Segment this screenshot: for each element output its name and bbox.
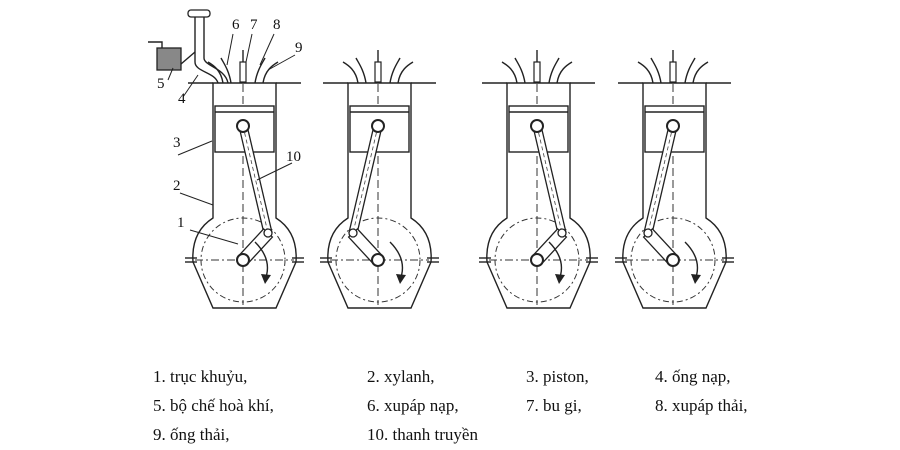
- callout-leader-4: [182, 74, 199, 98]
- rod-centerline: [647, 125, 674, 234]
- engine-2: [320, 50, 439, 309]
- cylinder-body: [486, 82, 591, 309]
- legend-item-10: 10. thanh truyền: [367, 425, 478, 444]
- rotation-arrowhead: [691, 274, 701, 284]
- intake-pipe: [342, 57, 367, 84]
- carburetor: [156, 47, 182, 71]
- intake-pipe: [501, 57, 526, 84]
- legend-item-9: 9. ống thải,: [153, 425, 230, 444]
- rod-centerline: [242, 125, 269, 234]
- engine-1: [185, 50, 304, 309]
- legend-item-2: 2. xylanh,: [367, 367, 435, 386]
- callout-leader-6: [226, 33, 234, 66]
- legend-item-1: 1. trục khuỷu,: [153, 367, 248, 386]
- exhaust-pipe: [254, 57, 279, 84]
- legend-item-7: 7. bu gi,: [526, 396, 582, 415]
- intake-pipe: [637, 57, 662, 84]
- callout-leader-9: [267, 54, 296, 71]
- callout-8: 8: [273, 17, 281, 33]
- engine-3: [479, 50, 598, 309]
- engine-4: [615, 50, 734, 309]
- callout-leader-8: [259, 33, 275, 66]
- callout-5: 5: [157, 76, 165, 92]
- crankshaft-journal: [666, 253, 680, 267]
- callout-4: 4: [178, 91, 186, 107]
- callout-leader-7: [245, 33, 253, 63]
- callout-9: 9: [295, 40, 303, 56]
- legend-item-4: 4. ống nạp,: [655, 367, 731, 386]
- rod-centerline: [352, 125, 379, 234]
- crank-circle: [335, 217, 421, 303]
- intake-manifold: [194, 17, 229, 84]
- crank-circle: [494, 217, 580, 303]
- piston-pin: [371, 119, 385, 133]
- rotation-arrowhead: [261, 274, 271, 284]
- exhaust-pipe: [548, 57, 573, 84]
- rod-centerline: [536, 125, 563, 234]
- spark-plug: [374, 61, 382, 83]
- crankshaft-journal: [236, 253, 250, 267]
- fuel-line: [148, 41, 163, 48]
- air-filter: [187, 9, 211, 18]
- crank-circle: [200, 217, 286, 303]
- crank-pin: [348, 228, 358, 238]
- carburetor-connector: [180, 51, 196, 65]
- crankshaft-journal: [371, 253, 385, 267]
- cylinder-body: [327, 82, 432, 309]
- crank-circle: [630, 217, 716, 303]
- spark-plug: [533, 61, 541, 83]
- piston-pin: [666, 119, 680, 133]
- cylinder-body: [192, 82, 297, 309]
- crank-pin: [557, 228, 567, 238]
- callout-2: 2: [173, 178, 181, 194]
- exhaust-pipe: [684, 57, 709, 84]
- callout-3: 3: [173, 135, 181, 151]
- exhaust-pipe: [389, 57, 414, 84]
- callout-leader-1: [189, 229, 239, 245]
- crank-pin: [643, 228, 653, 238]
- rotation-arrowhead: [555, 274, 565, 284]
- callout-leader-2: [179, 192, 214, 206]
- callout-1: 1: [177, 215, 185, 231]
- crankshaft-journal: [530, 253, 544, 267]
- callout-6: 6: [232, 17, 240, 33]
- callout-leader-3: [177, 140, 213, 156]
- legend-item-3: 3. piston,: [526, 367, 589, 386]
- callout-leader-10: [256, 162, 293, 181]
- legend-item-6: 6. xupáp nạp,: [367, 396, 459, 415]
- piston-pin: [530, 119, 544, 133]
- callout-10: 10: [286, 149, 301, 165]
- spark-plug: [239, 61, 247, 83]
- cylinder-body: [622, 82, 727, 309]
- legend-item-8: 8. xupáp thải,: [655, 396, 748, 415]
- crank-pin: [263, 228, 273, 238]
- piston-pin: [236, 119, 250, 133]
- rotation-arrowhead: [396, 274, 406, 284]
- callout-7: 7: [250, 17, 258, 33]
- legend-item-5: 5. bộ chế hoà khí,: [153, 396, 274, 415]
- spark-plug: [669, 61, 677, 83]
- callout-leader-5: [167, 67, 174, 81]
